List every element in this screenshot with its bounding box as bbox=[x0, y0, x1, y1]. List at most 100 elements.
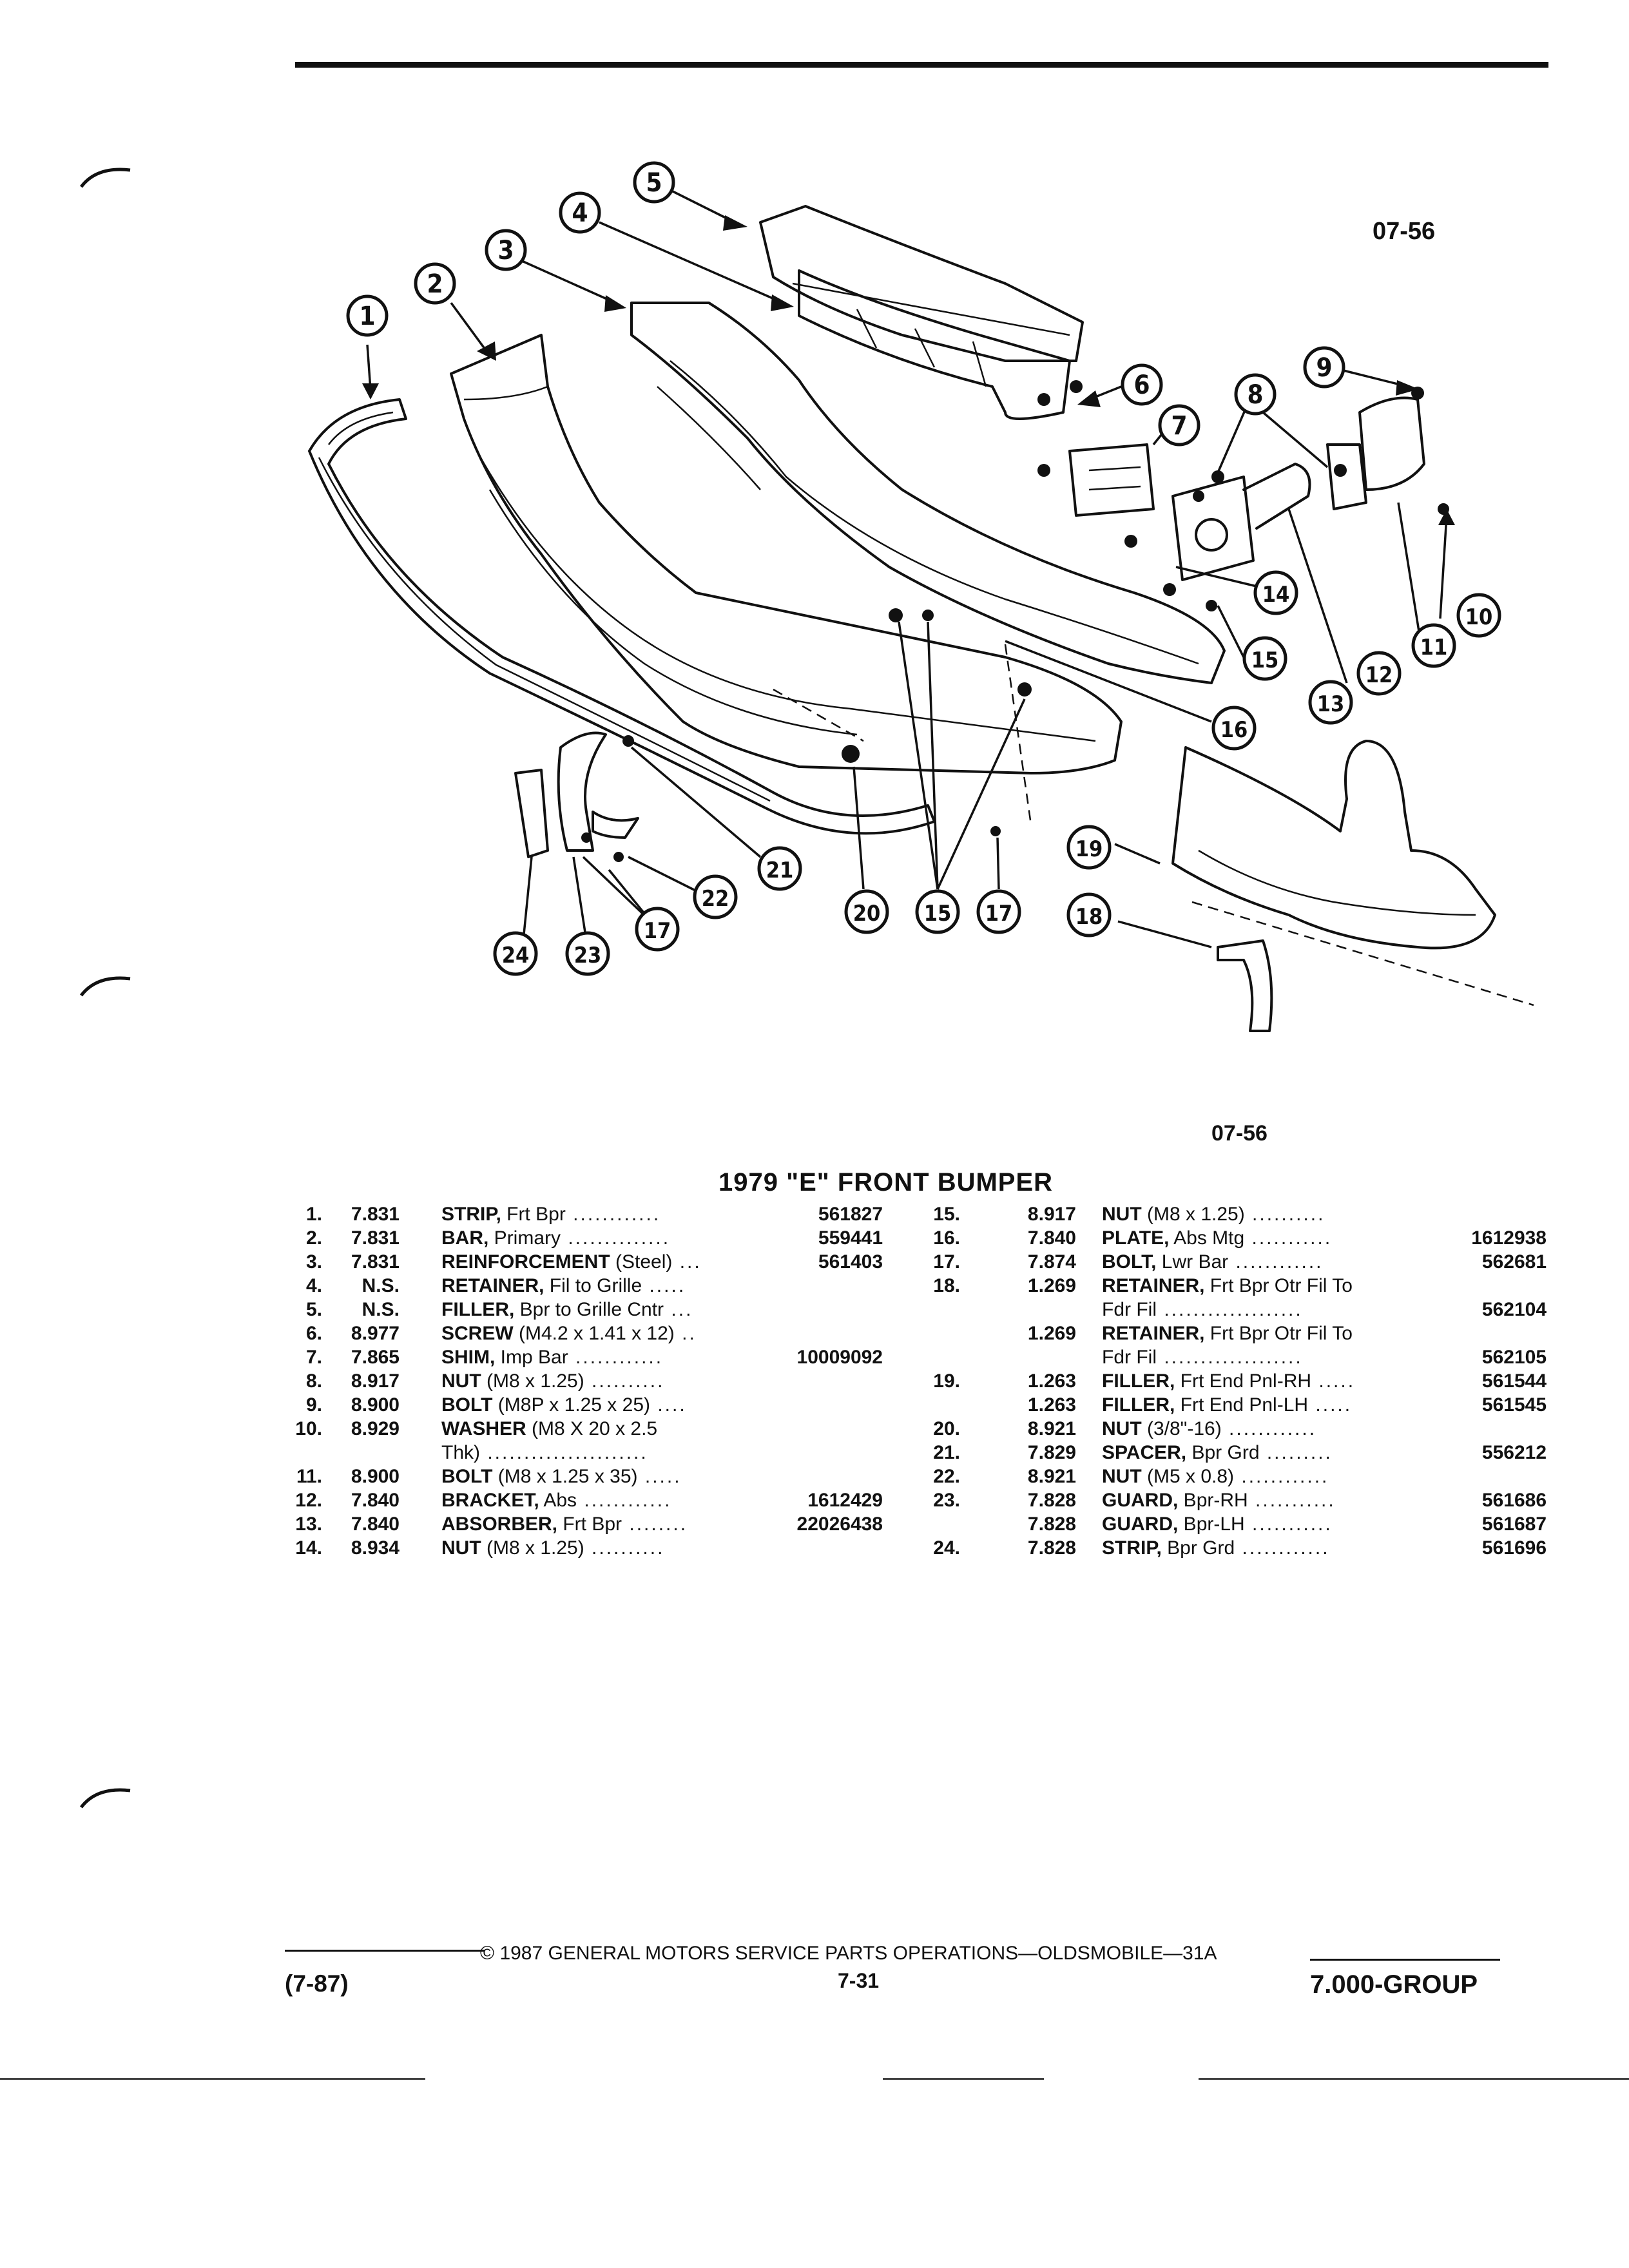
fastener-markers bbox=[581, 380, 1449, 862]
item-number: 4. bbox=[305, 1275, 322, 1296]
part-name: STRIP, bbox=[441, 1204, 501, 1225]
group-number: 7.831 bbox=[351, 1227, 400, 1249]
part-detail: Bpr Grd bbox=[1161, 1537, 1235, 1559]
header-rule bbox=[295, 62, 1548, 68]
parts-list-row: Thk) ...................... bbox=[277, 1441, 883, 1465]
part-name: NUT bbox=[1102, 1204, 1142, 1225]
part-description: NUT (M5 x 0.8) ............ bbox=[1102, 1465, 1329, 1488]
item-number: 20. bbox=[933, 1418, 960, 1439]
part-detail: (M8 x 1.25 x 35) bbox=[492, 1466, 638, 1487]
part-name: SCREW bbox=[441, 1323, 514, 1344]
group-number: 8.900 bbox=[351, 1394, 400, 1416]
part-detail: (M4.2 x 1.41 x 12) bbox=[513, 1323, 675, 1344]
part-description: NUT (3/8"-16) ............ bbox=[1102, 1417, 1316, 1441]
part-description: Fdr Fil ................... bbox=[1102, 1345, 1303, 1369]
callout-10: 10 bbox=[1456, 593, 1501, 638]
svg-text:18: 18 bbox=[1075, 904, 1103, 930]
callout-5: 5 bbox=[633, 161, 675, 204]
group-number: 7.840 bbox=[351, 1490, 400, 1511]
leader-dots: ..... bbox=[1308, 1394, 1353, 1416]
part-description: BOLT, Lwr Bar ............ bbox=[1102, 1250, 1324, 1274]
svg-text:24: 24 bbox=[502, 943, 530, 968]
date-code: (7-87) bbox=[285, 1970, 349, 1997]
part-description: BRACKET, Abs ............ bbox=[441, 1488, 671, 1512]
leader-dots: ............ bbox=[1235, 1537, 1330, 1559]
part-description: PLATE, Abs Mtg ........... bbox=[1102, 1226, 1332, 1250]
item-number: 14. bbox=[295, 1537, 322, 1559]
parts-list-row: 5.N.S.FILLER, Bpr to Grille Cntr ... bbox=[277, 1298, 883, 1321]
part-detail: Bpr-LH bbox=[1178, 1514, 1245, 1535]
svg-text:12: 12 bbox=[1365, 662, 1393, 688]
part-name: ABSORBER, bbox=[441, 1514, 558, 1535]
group-number: 8.921 bbox=[1027, 1418, 1076, 1439]
group-number: 7.828 bbox=[1027, 1490, 1076, 1511]
part-front-end-panel-filler bbox=[1171, 740, 1496, 1032]
leader-dots: ........... bbox=[1248, 1490, 1336, 1511]
item-number: 17. bbox=[933, 1251, 960, 1273]
part-detail: Lwr Bar bbox=[1156, 1251, 1229, 1273]
part-detail: Abs Mtg bbox=[1169, 1227, 1245, 1249]
item-number: 6. bbox=[305, 1323, 322, 1344]
group-number: 7.828 bbox=[1027, 1514, 1076, 1535]
part-name: BOLT bbox=[441, 1394, 493, 1416]
part-detail: Imp Bar bbox=[495, 1347, 568, 1368]
item-number: 7. bbox=[305, 1347, 322, 1368]
part-name: RETAINER, bbox=[1102, 1323, 1205, 1344]
callout-6: 6 bbox=[1121, 363, 1163, 406]
part-name: NUT bbox=[1102, 1418, 1142, 1439]
copyright-notice: © 1987 GENERAL MOTORS SERVICE PARTS OPER… bbox=[480, 1943, 1217, 1964]
callout-18: 18 bbox=[1066, 892, 1112, 937]
part-number: 561545 bbox=[1481, 1394, 1547, 1416]
item-number: 21. bbox=[933, 1442, 960, 1463]
leader-dots: ..... bbox=[1311, 1370, 1356, 1392]
footer-rule-right bbox=[1310, 1959, 1500, 1961]
callout-17: 17 bbox=[976, 889, 1021, 934]
svg-text:23: 23 bbox=[574, 943, 602, 968]
callout-3: 3 bbox=[485, 229, 527, 271]
centerline-dash bbox=[1004, 644, 1032, 825]
item-number: 16. bbox=[933, 1227, 960, 1249]
callout-23: 23 bbox=[565, 931, 610, 976]
item-number: 10. bbox=[295, 1418, 322, 1439]
svg-text:21: 21 bbox=[766, 858, 794, 883]
part-detail: Frt Bpr bbox=[501, 1204, 566, 1225]
svg-text:2: 2 bbox=[427, 269, 443, 299]
callout-9: 9 bbox=[1303, 346, 1345, 389]
part-detail: (M5 x 0.8) bbox=[1141, 1466, 1235, 1487]
part-description: RETAINER, Fil to Grille ..... bbox=[441, 1274, 686, 1298]
part-detail: Fdr Fil bbox=[1102, 1299, 1157, 1320]
part-description: STRIP, Frt Bpr ............ bbox=[441, 1202, 660, 1226]
group-number: 7.829 bbox=[1027, 1442, 1076, 1463]
leader-dots: ........... bbox=[1244, 1227, 1333, 1249]
svg-text:20: 20 bbox=[853, 901, 881, 927]
item-number: 19. bbox=[933, 1370, 960, 1392]
part-name: NUT bbox=[441, 1370, 481, 1392]
part-detail: Fil to Grille bbox=[544, 1275, 642, 1296]
page-title: 1979 "E" FRONT BUMPER bbox=[718, 1168, 1054, 1196]
callout-4: 4 bbox=[559, 191, 601, 234]
group-number: 7.831 bbox=[351, 1251, 400, 1273]
group-number: 8.929 bbox=[351, 1418, 400, 1439]
svg-text:17: 17 bbox=[644, 918, 671, 944]
leader-dots: ......... bbox=[1259, 1442, 1333, 1463]
part-description: FILLER, Frt End Pnl-LH ..... bbox=[1102, 1393, 1352, 1417]
item-number: 11. bbox=[296, 1466, 322, 1487]
callout-24: 24 bbox=[493, 931, 538, 976]
part-detail: (M8 x 1.25) bbox=[481, 1537, 584, 1559]
part-name: WASHER bbox=[441, 1418, 526, 1439]
part-detail: Primary bbox=[488, 1227, 561, 1249]
part-description: BAR, Primary .............. bbox=[441, 1226, 670, 1250]
item-number: 2. bbox=[305, 1227, 322, 1249]
part-description: FILLER, Frt End Pnl-RH ..... bbox=[1102, 1369, 1355, 1393]
leader-dots: ... bbox=[664, 1299, 693, 1320]
group-number: 7.831 bbox=[351, 1204, 400, 1225]
binder-hole-mark bbox=[80, 976, 131, 997]
callout-15: 15 bbox=[1242, 636, 1287, 681]
